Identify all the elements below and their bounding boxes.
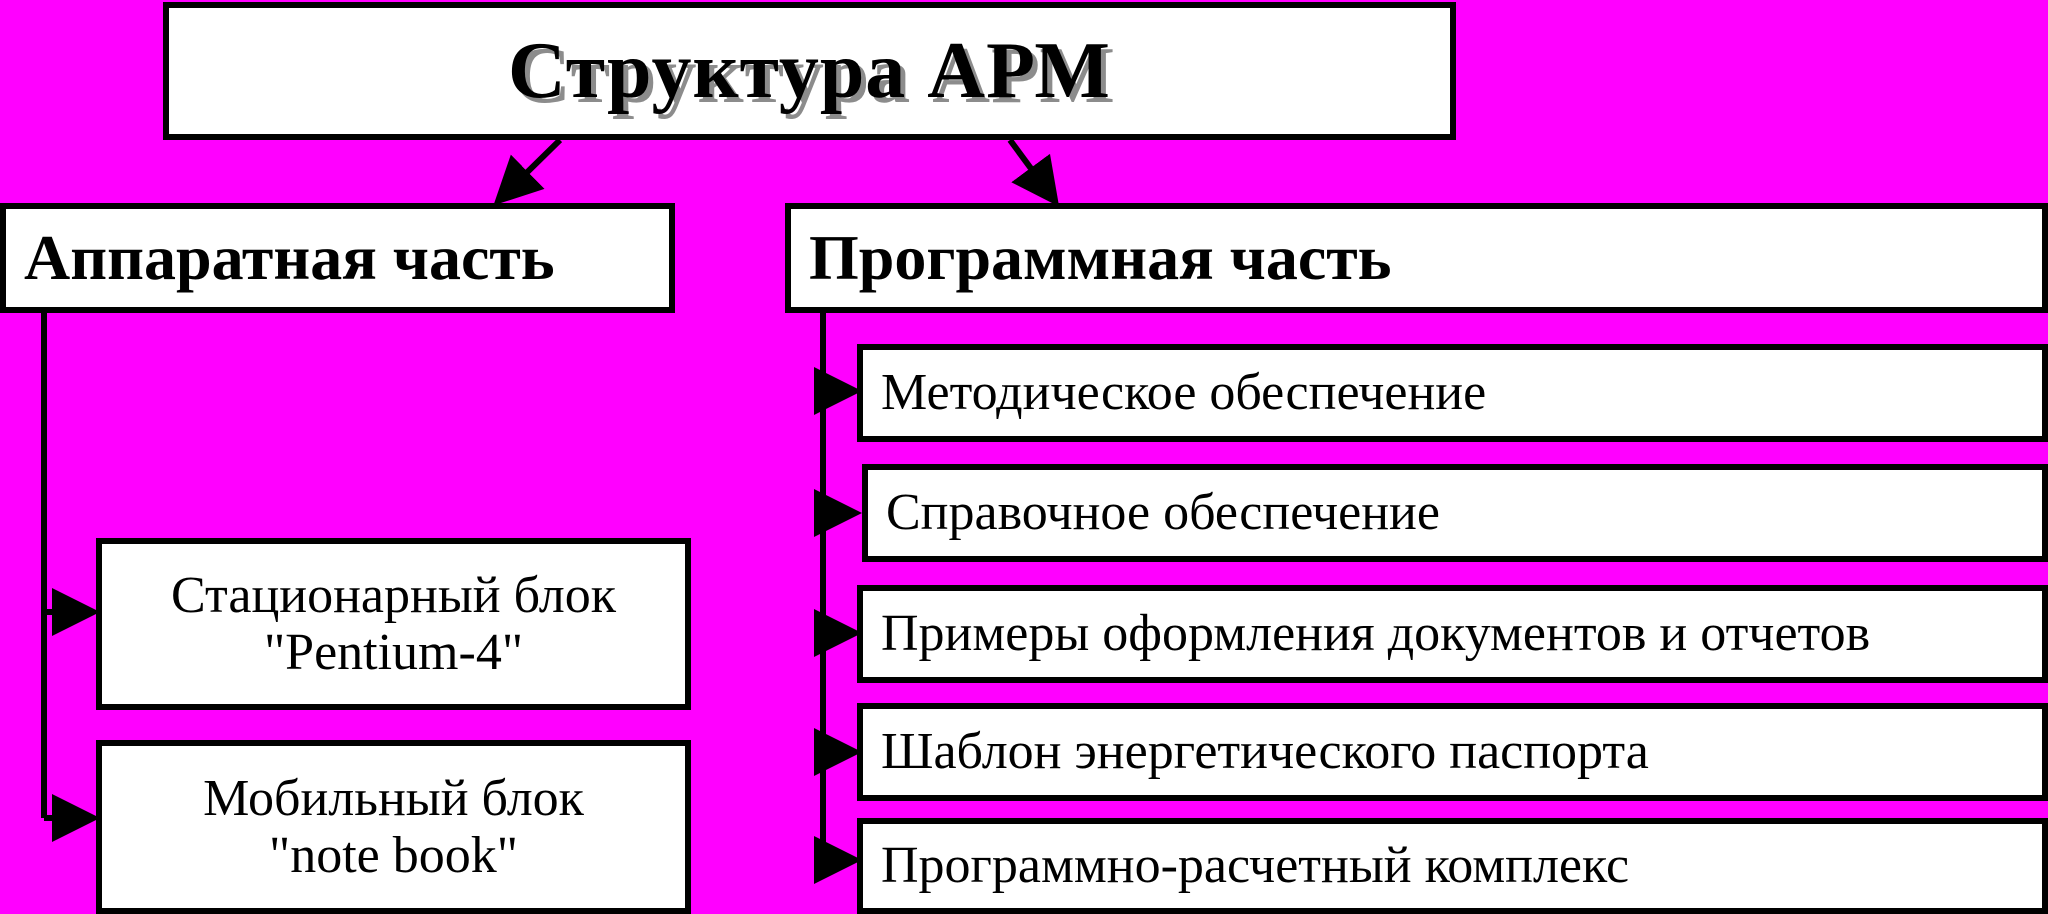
hardware-item-mobile: Мобильный блок "note book"	[96, 740, 691, 914]
hardware-item-line: "note book"	[269, 827, 518, 884]
hardware-heading: Аппаратная часть	[24, 221, 555, 293]
software-section-box: Программная часть	[785, 203, 2048, 313]
diagram-title: Структура АРМ	[508, 27, 1111, 115]
software-item-methodical: Методическое обеспечение	[857, 344, 2048, 442]
hardware-item-line: Стационарный блок	[171, 566, 616, 624]
hardware-item-stationary: Стационарный блок "Pentium-4"	[96, 538, 691, 710]
software-item-reference: Справочное обеспечение	[862, 464, 2048, 562]
software-item-label: Шаблон энергетического паспорта	[881, 723, 1649, 781]
software-item-label: Программно-расчетный комплекс	[881, 837, 1630, 895]
hardware-item-line: Мобильный блок	[203, 769, 584, 827]
hardware-section-box: Аппаратная часть	[0, 203, 675, 313]
arrow-title-to-software	[1007, 138, 1060, 207]
software-item-label: Методическое обеспечение	[881, 364, 1487, 422]
software-item-energy-passport: Шаблон энергетического паспорта	[857, 703, 2048, 801]
hardware-item-line: "Pentium-4"	[263, 624, 524, 681]
software-item-calc-complex: Программно-расчетный комплекс	[857, 818, 2048, 914]
title-box: Структура АРМ	[163, 2, 1456, 140]
software-item-label: Примеры оформления документов и отчетов	[881, 605, 1871, 663]
software-item-document-examples: Примеры оформления документов и отчетов	[857, 585, 2048, 683]
arrow-title-to-hardware	[493, 137, 563, 206]
software-heading: Программная часть	[809, 221, 1392, 293]
software-item-label: Справочное обеспечение	[886, 484, 1440, 542]
